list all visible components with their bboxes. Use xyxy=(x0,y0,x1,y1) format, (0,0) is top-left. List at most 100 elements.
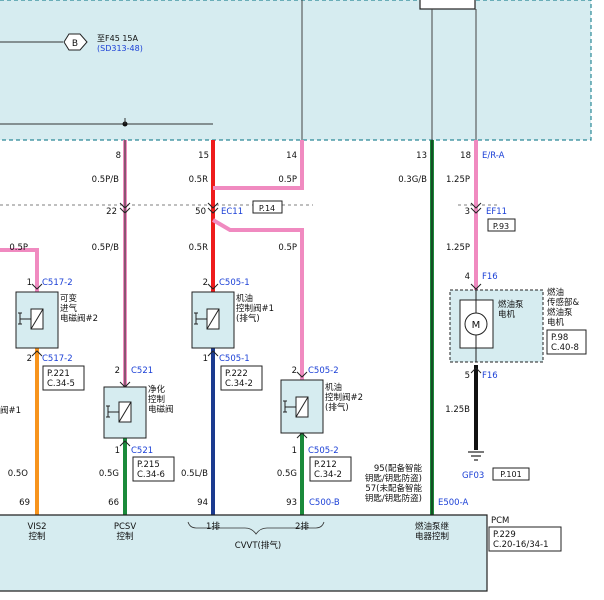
wire-label-0.5L-B: 0.5L/B xyxy=(181,469,208,479)
label-vvt-solenoid: 可变进气电磁阀#2 xyxy=(60,293,98,324)
wire-label-0.5R-mid: 0.5R xyxy=(189,243,209,253)
label-cutoff-left: 阀#1 xyxy=(0,406,21,416)
wire-0.5P-oil2 xyxy=(211,218,304,380)
oil-control-valve-2[interactable] xyxy=(280,379,324,434)
label-oil-valve-2: 机油控制阀#2(排气) xyxy=(325,382,363,413)
connector-c500-b: C500-B xyxy=(309,498,340,508)
pcm-pin-66: 66 xyxy=(108,498,119,508)
purge-control-solenoid[interactable] xyxy=(103,386,147,439)
ground-icon xyxy=(468,451,484,461)
wire-label-0.5P-left: 0.5P xyxy=(9,243,28,253)
wire-label-1.25P-mid: 1.25P xyxy=(446,243,470,253)
oil-control-valve-1[interactable] xyxy=(191,291,235,349)
pin-f16-5: 5 xyxy=(465,371,470,381)
pcm-title: PCM xyxy=(491,516,509,526)
label-purge-solenoid: 净化控制电磁阀 xyxy=(148,384,174,415)
wire-label-0.5P-mid: 0.5P xyxy=(278,243,297,253)
pin-c521-1: 1 xyxy=(115,446,120,456)
pcm-bank-1: 1排 xyxy=(206,521,220,532)
wire-0.5P-14 xyxy=(213,140,304,190)
ref-b-badge-label: B xyxy=(72,39,78,49)
pin-c505-1-2: 2 xyxy=(203,278,208,288)
connector-c517-2-bottom: C517-2 xyxy=(42,354,73,364)
pin-f16-4: 4 xyxy=(465,272,470,282)
wire-label-1.25P-top: 1.25P xyxy=(446,175,470,185)
label-fuel-pump-motor: 燃油泵电机 xyxy=(498,299,524,320)
wire-label-0.5P-top: 0.5P xyxy=(278,175,297,185)
reference-boxes xyxy=(42,200,587,552)
ref-b-target: 至F45 15A xyxy=(97,34,139,43)
pin-c517-1: 1 xyxy=(27,278,32,288)
wire-label-0.5R-top: 0.5R xyxy=(189,175,209,185)
connector-chevrons xyxy=(31,202,482,447)
wire-label-0.5G-pcsv: 0.5G xyxy=(99,469,119,479)
pcm-pin-69: 69 xyxy=(19,498,30,508)
ref-b-badge xyxy=(63,33,88,51)
pcm-module xyxy=(0,514,488,592)
pcm-cvvt-exhaust: CVVT(排气) xyxy=(235,540,281,551)
label-fuel-sender-assembly: 燃油传感部&燃油泵电机 xyxy=(547,287,580,328)
pin-c505-2-2: 2 xyxy=(292,366,297,376)
wire-label-0.5P-B-mid: 0.5P/B xyxy=(92,243,120,253)
connector-c505-2-top: C505-2 xyxy=(308,366,339,376)
connector-f16-bottom: F16 xyxy=(482,371,498,381)
fuel-pump-motor[interactable]: M xyxy=(449,289,544,363)
connector-c517-2-top: C517-2 xyxy=(42,278,73,288)
note-smart-key: 95(配备智能钥匙/钥匙防盗)57(未配备智能钥匙/钥匙防盗) xyxy=(365,463,423,504)
connector-c505-1-top: C505-1 xyxy=(219,278,250,288)
wire-label-0.5G-oil2: 0.5G xyxy=(277,469,297,479)
pcm-bank-2: 2排 xyxy=(295,521,309,532)
connector-c521-bottom: C521 xyxy=(131,446,153,456)
vvt-solenoid[interactable] xyxy=(15,291,59,349)
wires xyxy=(0,140,478,530)
wire-label-0.5O: 0.5O xyxy=(8,469,29,479)
connector-e500-a: E500-A xyxy=(438,498,468,508)
wire-label-1.25B: 1.25B xyxy=(445,405,470,415)
wire-0.5P-left xyxy=(0,248,39,292)
ref-ef11[interactable]: P.93 xyxy=(493,222,509,231)
ground-gf03: GF03 xyxy=(462,471,484,481)
connector-f16-top: F16 xyxy=(482,272,498,282)
top-control-panel: B 至F45 15A (SD313-48) xyxy=(0,0,592,141)
pin-22: 22 xyxy=(106,207,117,217)
connector-ec11: EC11 xyxy=(221,207,243,217)
pin-c521-2: 2 xyxy=(115,366,120,376)
cvvt-brace xyxy=(187,521,325,535)
wire-label-0.3G-B: 0.3G/B xyxy=(398,175,427,185)
connector-c521-top: C521 xyxy=(131,366,153,376)
pin-c505-2-1: 1 xyxy=(292,446,297,456)
labels: 8 15 14 13 18 E/R-A 0.5P/B 0.5R 0.5P 0.3… xyxy=(8,151,522,508)
pin-15: 15 xyxy=(198,151,209,161)
pin-13: 13 xyxy=(416,151,427,161)
pin-18: 18 xyxy=(460,151,471,161)
ref-ec11[interactable]: P.14 xyxy=(259,204,275,213)
connector-e-r-a: E/R-A xyxy=(482,151,505,161)
ref-gf03[interactable]: P.101 xyxy=(500,470,521,479)
connector-c505-1-bottom: C505-1 xyxy=(219,354,250,364)
connector-ef11: EF11 xyxy=(486,207,507,217)
relay-box xyxy=(419,0,476,10)
pin-14: 14 xyxy=(286,151,297,161)
motor-label: M xyxy=(472,320,481,331)
label-oil-valve-1: 机油控制阀#1(排气) xyxy=(236,293,274,324)
wire-label-0.5P-B-top: 0.5P/B xyxy=(92,175,120,185)
pcm-pin-94: 94 xyxy=(197,498,208,508)
pcm-fuel-pump-relay-control: 燃油泵继电器控制 xyxy=(415,521,450,542)
pin-c505-1-1: 1 xyxy=(203,354,208,364)
pin-c517-2: 2 xyxy=(27,354,32,364)
ref-b-link[interactable]: (SD313-48) xyxy=(97,44,143,53)
pin-3: 3 xyxy=(465,207,470,217)
connector-c505-2-bottom: C505-2 xyxy=(308,446,339,456)
pin-8: 8 xyxy=(116,151,121,161)
